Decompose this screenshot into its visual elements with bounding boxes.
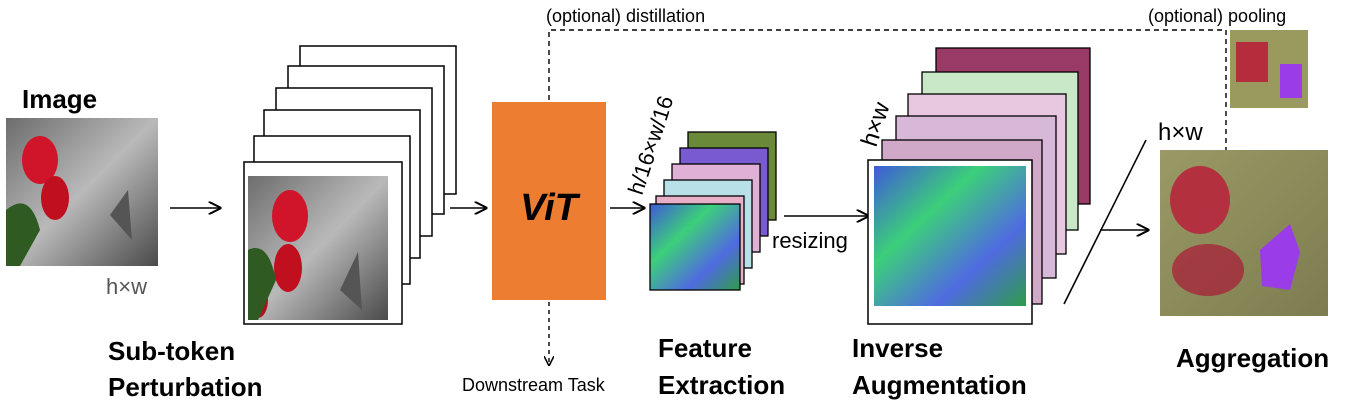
distillation-label: (optional) distillation bbox=[546, 6, 705, 26]
image-title: Image bbox=[22, 84, 97, 114]
vit-label: ViT bbox=[520, 187, 580, 229]
inverse-stack bbox=[867, 47, 1091, 325]
feature-title-line1: Feature bbox=[658, 333, 752, 363]
vit-block bbox=[492, 102, 606, 300]
pooled-map bbox=[1230, 30, 1308, 108]
aggregation-title: Aggregation bbox=[1176, 343, 1329, 373]
inverse-title-line2: Augmentation bbox=[852, 370, 1027, 400]
perturbation-title-line1: Sub-token bbox=[108, 336, 235, 366]
input-image bbox=[6, 118, 158, 266]
distillation-path bbox=[548, 29, 1227, 150]
pooling-label: (optional) pooling bbox=[1148, 6, 1286, 26]
resizing-label: resizing bbox=[772, 228, 848, 253]
aggregated-map bbox=[1160, 150, 1328, 316]
downstream-label: Downstream Task bbox=[462, 375, 606, 395]
perturbed-stack bbox=[243, 45, 457, 325]
aggregation-slash bbox=[1063, 139, 1147, 305]
inverse-title-line1: Inverse bbox=[852, 333, 943, 363]
perturbation-title-line2: Perturbation bbox=[108, 372, 263, 402]
image-dims-label: h×w bbox=[106, 274, 147, 299]
aggregation-dims-label: h×w bbox=[1158, 119, 1203, 146]
feature-stack bbox=[649, 131, 777, 291]
feature-title-line2: Extraction bbox=[658, 370, 785, 400]
